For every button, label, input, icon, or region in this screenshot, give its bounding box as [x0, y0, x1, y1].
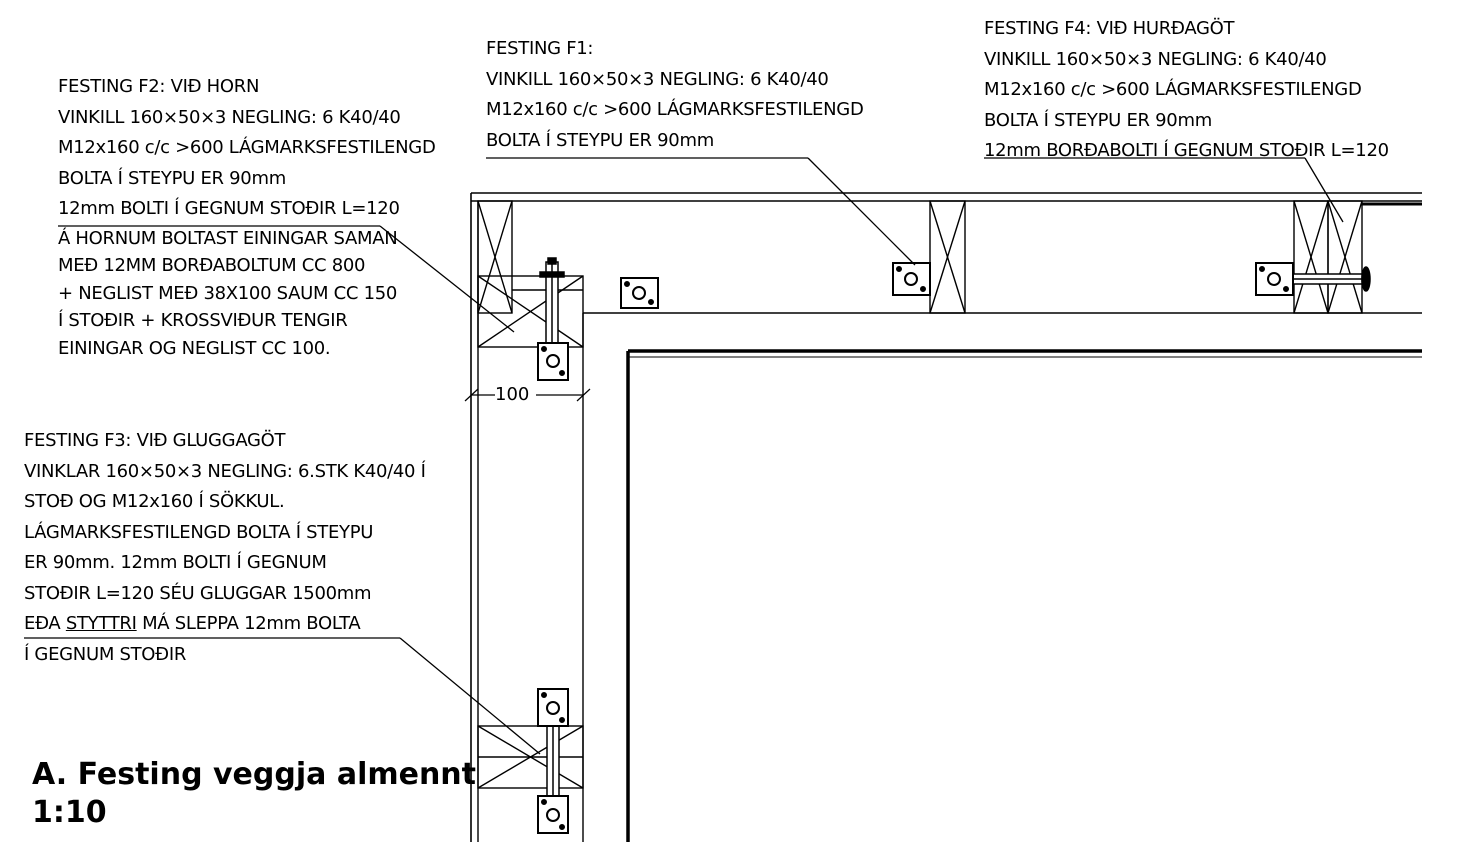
note-f1-line: VINKILL 160×50×3 NEGLING: 6 K40/40 [486, 68, 829, 90]
bracket-f2-corner [537, 342, 569, 381]
bracket-f3-bottom [537, 795, 569, 834]
bracket-f2-wall [620, 277, 659, 309]
note-f3-underlined: STYTTRI [65, 613, 137, 634]
note-f2-line: BOLTA Í STEYPU ER 90mm [58, 167, 286, 189]
note-f3-line: STOÐIR L=120 SÉU GLUGGAR 1500mm [24, 582, 372, 604]
bracket-f1 [892, 262, 931, 296]
note-f1: FESTING F1: VINKILL 160×50×3 NEGLING: 6 … [486, 34, 864, 156]
note-f2-line: VINKILL 160×50×3 NEGLING: 6 K40/40 [58, 106, 401, 128]
note-f1-line: BOLTA Í STEYPU ER 90mm [486, 129, 714, 151]
note-f3-line: Í GEGNUM STOÐIR [24, 643, 187, 665]
note-f4-door: FESTING F4: VIÐ HURÐAGÖT VINKILL 160×50×… [984, 14, 1389, 167]
note-f2-line: 12mm BOLTI Í GEGNUM STOÐIR L=120 [58, 198, 400, 219]
note-f2-line: + NEGLIST MEÐ 38X100 SAUM CC 150 [58, 282, 398, 304]
note-f3-line: EÐA STYTTRI MÁ SLEPPA 12mm BOLTA [24, 609, 426, 640]
stud-f1 [929, 200, 966, 314]
drawing-title: A. Festing veggja almennt 1:10 [32, 756, 476, 832]
bracket-f4 [1255, 262, 1294, 296]
note-f2-line: Á HORNUM BOLTAST EININGAR SAMAN [58, 227, 398, 249]
note-f3-line: FESTING F3: VIÐ GLUGGAGÖT [24, 430, 286, 451]
corner-stud-cross [477, 275, 584, 348]
note-f3-window: FESTING F3: VIÐ GLUGGAGÖT VINKLAR 160×50… [24, 426, 426, 670]
bracket-f3-top [537, 688, 569, 727]
note-f4-line: 12mm BORÐABOLTI Í GEGNUM STOÐIR L=120 [984, 140, 1389, 161]
note-f1-line: FESTING F1: [486, 38, 594, 59]
note-f3-text: EÐA [24, 613, 66, 634]
note-f3-line: VINKLAR 160×50×3 NEGLING: 6.STK K40/40 Í [24, 460, 426, 482]
note-f4-line: M12x160 c/c >600 LÁGMARKSFESTILENGD [984, 79, 1362, 100]
note-f4-line: FESTING F4: VIÐ HURÐAGÖT [984, 18, 1235, 39]
note-f4-line: VINKILL 160×50×3 NEGLING: 6 K40/40 [984, 48, 1327, 70]
corner-stud-top [477, 200, 513, 314]
note-f1-line: M12x160 c/c >600 LÁGMARKSFESTILENGD [486, 99, 864, 120]
title-line-1: A. Festing veggja almennt [32, 757, 477, 792]
note-f2-corner: FESTING F2: VIÐ HORN VINKILL 160×50×3 NE… [58, 72, 436, 362]
note-f3-text: MÁ SLEPPA 12mm BOLTA [136, 613, 361, 634]
note-f3-line: STOÐ OG M12x160 Í SÖKKUL. [24, 491, 285, 512]
note-f3-line: LÁGMARKSFESTILENGD BOLTA Í STEYPU [24, 521, 374, 543]
title-scale: 1:10 [32, 795, 107, 830]
note-f2-line: Í STOÐIR + KROSSVIÐUR TENGIR [58, 310, 348, 331]
note-f2-line: EININGAR OG NEGLIST CC 100. [58, 337, 331, 359]
note-f4-line: BOLTA Í STEYPU ER 90mm [984, 109, 1212, 131]
stud-f4-b [1327, 200, 1363, 314]
note-f3-line: ER 90mm. 12mm BOLTI Í GEGNUM [24, 552, 327, 573]
note-f2-line: MEÐ 12MM BORÐABOLTUM CC 800 [58, 255, 366, 276]
note-f2-line: FESTING F2: VIÐ HORN [58, 76, 260, 97]
dimension-label: 100 [495, 384, 530, 405]
note-f2-line: M12x160 c/c >600 LÁGMARKSFESTILENGD [58, 137, 436, 158]
